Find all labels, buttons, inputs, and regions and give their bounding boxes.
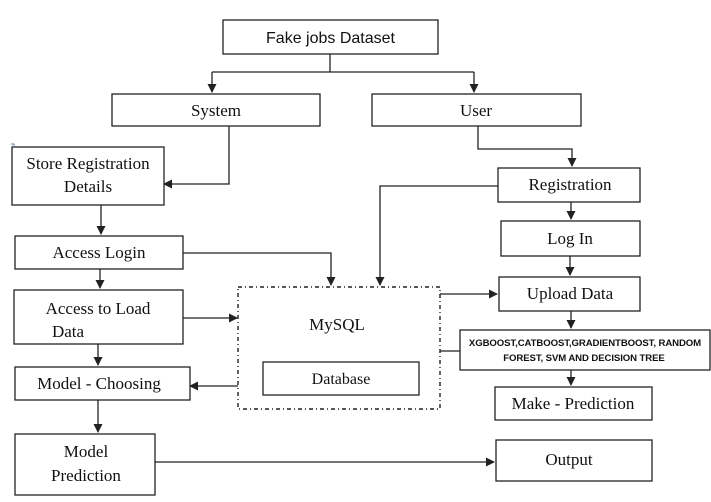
node-user: User <box>371 93 582 127</box>
edge-access-login-to-mysql <box>183 252 336 286</box>
algorithms-label-line2: FOREST, SVM AND DECISION TREE <box>503 353 665 364</box>
node-system: System <box>111 93 321 127</box>
store-registration-label-line2: Details <box>64 177 112 196</box>
access-login-label: Access Login <box>52 243 146 262</box>
edge-registration-to-mysql <box>375 185 498 286</box>
node-output: Output <box>495 439 653 482</box>
dataset-label: Fake jobs Dataset <box>266 30 396 47</box>
node-registration: Registration <box>497 167 641 203</box>
node-store-registration: Store Registration Details <box>11 146 165 206</box>
log-in-label: Log In <box>547 229 593 248</box>
access-load-label-line1: Access to Load <box>46 299 151 318</box>
database-label: Database <box>312 371 371 388</box>
output-label: Output <box>545 450 593 469</box>
make-prediction-label: Make - Prediction <box>512 394 635 413</box>
node-model-choosing: Model - Choosing <box>14 366 191 401</box>
node-algorithms: XGBOOST,CATBOOST,GRADIENTBOOST, RANDOM F… <box>459 329 711 371</box>
model-choosing-label: Model - Choosing <box>37 374 161 393</box>
node-model-prediction: Model Prediction <box>14 433 156 496</box>
upload-data-label: Upload Data <box>527 284 614 303</box>
node-dataset: Fake jobs Dataset <box>222 19 439 55</box>
access-load-label-line2: Data <box>52 322 85 341</box>
edges <box>93 54 577 467</box>
user-label: User <box>460 101 492 120</box>
store-registration-label-line1: Store Registration <box>26 154 150 173</box>
corner-mark <box>11 143 15 147</box>
system-label: System <box>191 101 241 120</box>
model-prediction-label-line1: Model <box>64 442 109 461</box>
mysql-label: MySQL <box>309 315 365 334</box>
model-prediction-label-line2: Prediction <box>51 466 121 485</box>
node-upload-data: Upload Data <box>498 276 641 312</box>
node-mysql: MySQL Database <box>237 286 441 410</box>
database-box <box>262 361 420 396</box>
node-make-prediction: Make - Prediction <box>494 386 653 421</box>
algorithms-label-line1: XGBOOST,CATBOOST,GRADIENTBOOST, RANDOM <box>469 338 701 349</box>
registration-label: Registration <box>528 175 612 194</box>
node-access-load: Access to Load Data <box>13 289 184 345</box>
edge-user-to-registration <box>477 126 577 167</box>
node-access-login: Access Login <box>14 235 184 270</box>
node-log-in: Log In <box>500 220 641 257</box>
edge-system-to-store-registration <box>163 126 230 189</box>
